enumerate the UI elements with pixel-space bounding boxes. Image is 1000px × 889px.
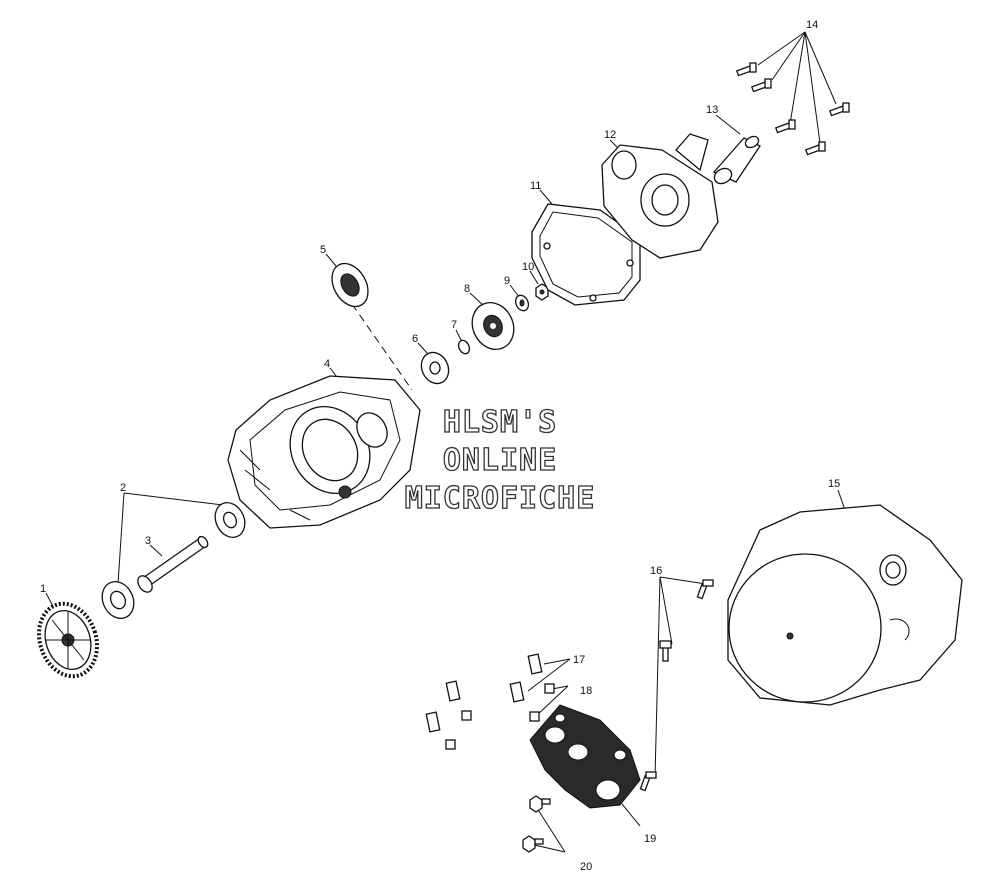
callout-14: 14 bbox=[806, 19, 818, 31]
bearing-part bbox=[101, 501, 246, 619]
callout-1: 1 bbox=[40, 583, 46, 595]
gear-part bbox=[37, 601, 99, 679]
callout-18: 18 bbox=[580, 685, 592, 697]
gasket-part bbox=[531, 203, 641, 306]
callout-7: 7 bbox=[451, 319, 457, 331]
bolts-14 bbox=[735, 62, 850, 156]
callout-2: 2 bbox=[120, 482, 126, 494]
callout-20: 20 bbox=[580, 861, 592, 873]
spacer-part bbox=[420, 351, 450, 385]
large-cover-part bbox=[727, 504, 963, 706]
watermark: HLSM'S ONLINE MICROFICHE bbox=[404, 404, 596, 516]
callout-4: 4 bbox=[324, 358, 330, 370]
callout-16: 16 bbox=[650, 565, 662, 577]
pins-18 bbox=[445, 683, 555, 750]
dowels-17 bbox=[425, 653, 543, 733]
callout-9: 9 bbox=[504, 275, 510, 287]
bolts-16 bbox=[639, 579, 714, 792]
callout-11: 11 bbox=[530, 180, 541, 192]
impeller-part bbox=[471, 302, 515, 350]
callout-6: 6 bbox=[412, 333, 418, 345]
nut-part bbox=[535, 283, 549, 301]
callout-5: 5 bbox=[320, 244, 326, 256]
callout-19: 19 bbox=[644, 833, 656, 845]
callout-17: 17 bbox=[573, 654, 585, 666]
callout-12: 12 bbox=[604, 129, 616, 141]
watermark-line-3: MICROFICHE bbox=[405, 481, 596, 516]
washer-part bbox=[514, 294, 530, 312]
pump-housing-part bbox=[227, 375, 421, 529]
pump-body-part bbox=[529, 704, 641, 809]
callout-10: 10 bbox=[522, 261, 534, 273]
pump-cover-part bbox=[601, 133, 719, 259]
bolts-20 bbox=[522, 795, 551, 853]
seal-part bbox=[331, 262, 369, 308]
elbow-fitting-part bbox=[712, 135, 761, 185]
watermark-line-1: HLSM'S bbox=[443, 405, 557, 440]
shaft-part bbox=[137, 535, 209, 593]
ring-part bbox=[457, 339, 471, 355]
callout-labels: 1 2 3 4 5 6 7 8 9 10 11 12 13 14 15 16 1… bbox=[40, 19, 840, 873]
callout-8: 8 bbox=[464, 283, 470, 295]
callout-13: 13 bbox=[706, 104, 718, 116]
callout-15: 15 bbox=[828, 478, 840, 490]
leader-lines bbox=[45, 31, 846, 853]
callout-3: 3 bbox=[145, 535, 151, 547]
watermark-line-2: ONLINE bbox=[443, 443, 557, 478]
